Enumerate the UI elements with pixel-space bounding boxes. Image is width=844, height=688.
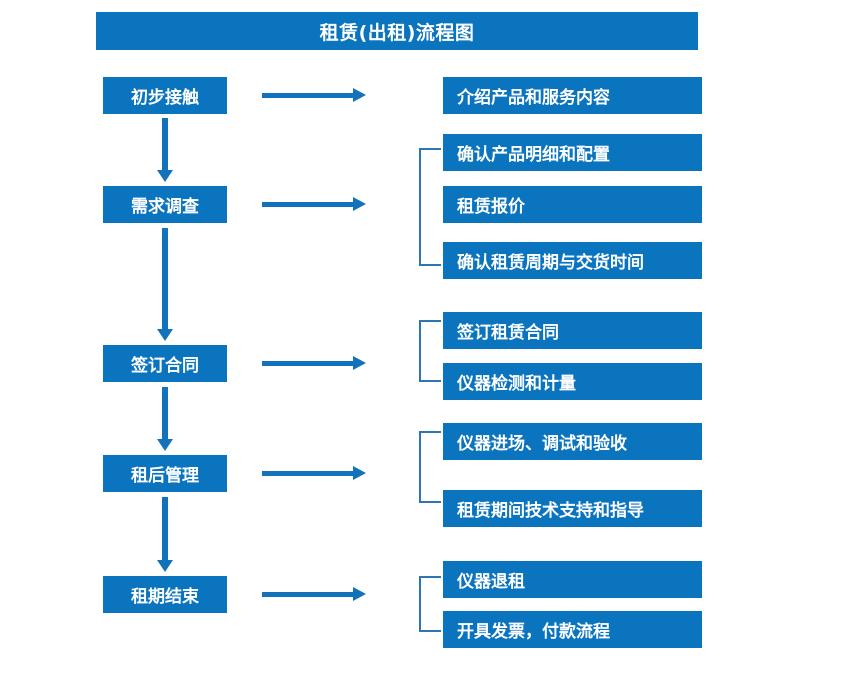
right-arrow-icon-2: [262, 197, 366, 211]
arrow-shaft: [262, 202, 354, 207]
right-arrow-icon-1: [262, 88, 366, 102]
detail-box-9[interactable]: 仪器退租: [443, 561, 702, 598]
arrow-head: [353, 88, 366, 102]
arrow-head: [353, 356, 366, 370]
detail-box-4[interactable]: 确认租赁周期与交货时间: [443, 242, 702, 279]
arrow-head: [157, 170, 173, 182]
arrow-head: [353, 466, 366, 480]
stage-box-5[interactable]: 租期结束: [103, 576, 227, 613]
arrow-head: [157, 329, 173, 341]
group-bracket-5: [419, 576, 441, 632]
arrow-head: [157, 439, 173, 451]
arrow-shaft: [162, 497, 168, 561]
page-title: 租赁(出租)流程图: [96, 12, 698, 50]
stage-box-4[interactable]: 租后管理: [103, 455, 227, 492]
down-arrow-icon-4: [157, 497, 173, 572]
detail-box-1[interactable]: 介绍产品和服务内容: [443, 77, 702, 114]
detail-box-6[interactable]: 仪器检测和计量: [443, 363, 702, 400]
arrow-shaft: [162, 118, 168, 171]
arrow-shaft: [262, 471, 354, 476]
detail-box-10[interactable]: 开具发票，付款流程: [443, 611, 702, 648]
detail-box-3[interactable]: 租赁报价: [443, 186, 702, 223]
right-arrow-icon-4: [262, 466, 366, 480]
arrow-head: [353, 587, 366, 601]
group-bracket-4: [419, 431, 441, 503]
detail-box-2[interactable]: 确认产品明细和配置: [443, 134, 702, 171]
detail-box-7[interactable]: 仪器进场、调试和验收: [443, 423, 702, 460]
detail-box-8[interactable]: 租赁期间技术支持和指导: [443, 490, 702, 527]
down-arrow-icon-2: [157, 228, 173, 341]
down-arrow-icon-1: [157, 118, 173, 182]
arrow-shaft: [162, 387, 168, 440]
down-arrow-icon-3: [157, 387, 173, 451]
arrow-head: [353, 197, 366, 211]
right-arrow-icon-5: [262, 587, 366, 601]
right-arrow-icon-3: [262, 356, 366, 370]
stage-box-3[interactable]: 签订合同: [103, 345, 227, 382]
stage-box-2[interactable]: 需求调查: [103, 186, 227, 223]
stage-box-1[interactable]: 初步接触: [103, 77, 227, 114]
detail-box-5[interactable]: 签订租赁合同: [443, 312, 702, 349]
arrow-head: [157, 560, 173, 572]
arrow-shaft: [262, 592, 354, 597]
arrow-shaft: [262, 93, 354, 98]
group-bracket-3: [419, 320, 441, 382]
group-bracket-2: [419, 148, 441, 266]
arrow-shaft: [162, 228, 168, 330]
arrow-shaft: [262, 361, 354, 366]
